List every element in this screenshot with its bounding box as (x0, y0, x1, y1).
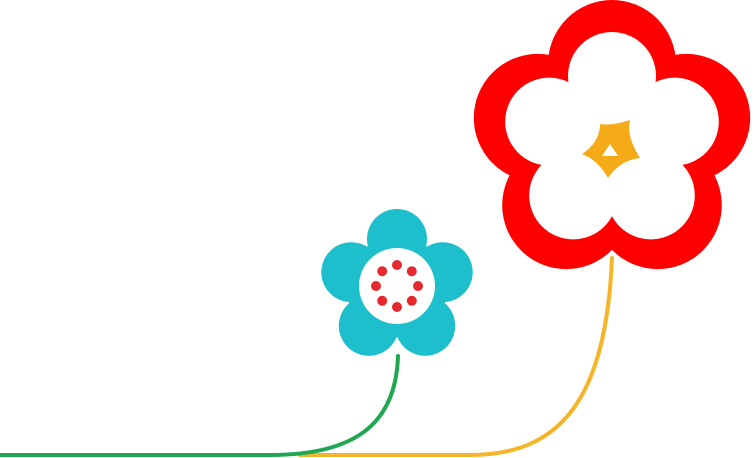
large-flower-inner-petal (529, 151, 618, 240)
large-flower-inner-petal (630, 77, 719, 166)
large-flower-inner-petal (606, 151, 695, 240)
small-flower-dot (371, 281, 381, 291)
large-flower-inner-petal (505, 77, 594, 166)
small-flower-dot (406, 266, 417, 277)
large-flower-stem (298, 256, 614, 457)
large-red-flower (473, 0, 751, 270)
small-flower-dot (406, 295, 417, 306)
small-flower-stem (0, 354, 400, 457)
large-flower-inner-petal (568, 32, 656, 120)
small-flower-dot (392, 302, 402, 312)
large-flower-center-star (582, 120, 640, 178)
small-flower-dot (377, 295, 388, 306)
small-flower-dot (377, 266, 388, 277)
small-teal-flower (321, 209, 473, 356)
small-flower-dots (371, 260, 423, 312)
small-flower-dot (392, 260, 402, 270)
small-flower-inner (359, 248, 435, 324)
small-flower-dot (413, 281, 423, 291)
